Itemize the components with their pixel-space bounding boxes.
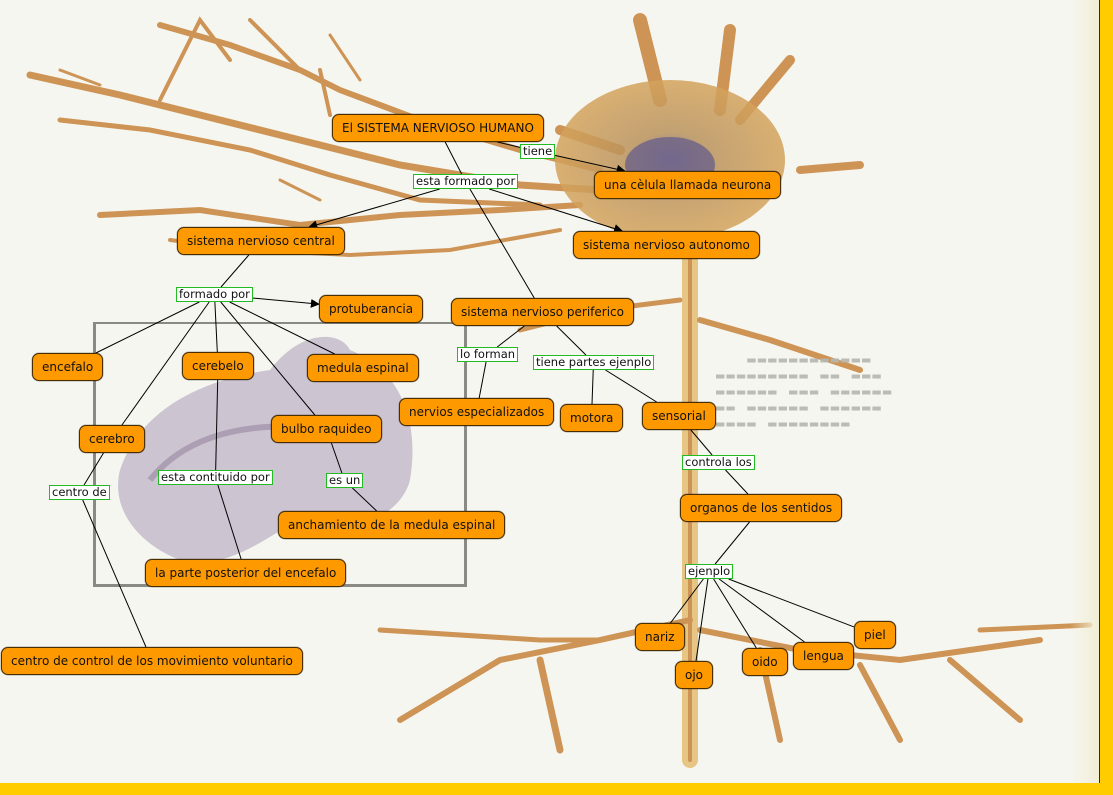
right-accent-bar — [1100, 0, 1113, 783]
concept-organos-sentidos[interactable]: organos de los sentidos — [680, 494, 843, 522]
concept-parte-posterior-encefalo[interactable]: la parte posterior del encefalo — [145, 559, 347, 587]
connection-formado-por-to-medula-espinal — [229, 301, 335, 355]
concept-celula-neurona[interactable]: una cèlula llamada neurona — [594, 171, 782, 199]
connection-formado-por-to-protuberancia — [252, 297, 320, 308]
connection-sistema-nervioso-humano-to-esta-formado-por — [444, 141, 463, 175]
connection-sistema-nervioso-central-to-formado-por — [220, 254, 250, 288]
concept-sistema-nervioso-periferico[interactable]: sistema nervioso periferico — [451, 298, 634, 326]
concept-nervios-especializados[interactable]: nervios especializados — [399, 398, 555, 426]
concept-sistema-nervioso-autonomo[interactable]: sistema nervioso autonomo — [573, 231, 760, 259]
concept-encefalo[interactable]: encefalo — [32, 353, 104, 381]
link-ejenplo[interactable]: ejenplo — [685, 564, 734, 579]
concept-oido[interactable]: oido — [742, 648, 788, 676]
concept-cerebelo[interactable]: cerebelo — [182, 352, 254, 380]
concept-bulbo-raquideo[interactable]: bulbo raquideo — [271, 415, 382, 443]
connection-formado-por-to-bulbo-raquideo — [220, 301, 316, 416]
concept-lengua[interactable]: lengua — [793, 642, 854, 670]
concept-motora[interactable]: motora — [560, 404, 624, 432]
link-formado-por[interactable]: formado por — [176, 287, 253, 302]
right-edge-shade — [1070, 0, 1099, 783]
concept-sensorial[interactable]: sensorial — [642, 402, 716, 430]
connection-esta-contituido-por-to-parte-posterior-encefalo — [217, 484, 242, 560]
link-controla-los[interactable]: controla los — [682, 455, 755, 470]
concept-sistema-nervioso-central[interactable]: sistema nervioso central — [177, 227, 345, 255]
connection-cerebelo-to-esta-contituido-por — [215, 379, 219, 471]
connection-bulbo-raquideo-to-es-un — [330, 442, 343, 474]
link-tiene-partes-ejenplo[interactable]: tiene partes ejenplo — [533, 355, 655, 370]
illustration-caption-decoration: ▬▬▬▬▬▬▬▬▬▬▬▬ ▬▬▬▬▬▬▬▬▬ ▬▬ ▬▬▬ ▬▬▬▬▬▬ ▬▬▬… — [716, 352, 894, 432]
link-esta-contituido-por[interactable]: esta contituido por — [158, 470, 273, 485]
concept-anchamiento-medula[interactable]: anchamiento de la medula espinal — [278, 511, 506, 539]
concept-nariz[interactable]: nariz — [635, 623, 685, 651]
connection-formado-por-to-encefalo — [95, 301, 200, 354]
connection-sistema-nervioso-periferico-to-tiene-partes-ejenplo — [556, 325, 587, 356]
concept-centro-control[interactable]: centro de control de los movimiento volu… — [1, 647, 303, 675]
connection-organos-sentidos-to-ejenplo — [714, 521, 750, 565]
connection-centro-de-to-centro-control — [82, 499, 147, 648]
connection-ejenplo-to-piel — [728, 578, 855, 628]
link-es-un[interactable]: es un — [326, 473, 364, 488]
connection-ejenplo-to-lengua — [718, 578, 805, 643]
link-centro-de[interactable]: centro de — [49, 485, 110, 500]
connection-sensorial-to-controla-los — [690, 429, 713, 456]
connection-cerebro-to-centro-de — [83, 452, 104, 486]
connection-tiene-to-celula-neurona — [554, 154, 626, 174]
concept-cerebro[interactable]: cerebro — [79, 425, 145, 453]
concept-piel[interactable]: piel — [854, 621, 896, 649]
connection-sistema-nervioso-humano-to-tiene — [497, 141, 521, 148]
concept-medula-espinal[interactable]: medula espinal — [307, 354, 419, 382]
concept-protuberancia[interactable]: protuberancia — [319, 295, 424, 323]
connection-lo-forman-to-nervios-especializados — [478, 361, 487, 399]
connection-formado-por-to-cerebro — [121, 301, 210, 426]
link-esta-formado-por[interactable]: esta formado por — [413, 174, 519, 189]
connection-ejenplo-to-nariz — [670, 578, 704, 624]
connection-tiene-partes-ejenplo-to-motora — [591, 369, 594, 405]
connection-ejenplo-to-ojo — [695, 578, 709, 662]
connection-controla-los-to-organos-sentidos — [725, 469, 749, 495]
bottom-accent-bar — [0, 783, 1113, 795]
concept-ojo[interactable]: ojo — [675, 661, 714, 689]
connection-sistema-nervioso-periferico-to-lo-forman — [496, 325, 525, 348]
link-tiene[interactable]: tiene — [520, 144, 556, 159]
connection-esta-formado-por-to-sistema-nervioso-central — [308, 188, 440, 230]
connection-esta-formado-por-to-sistema-nervioso-periferico — [469, 188, 535, 299]
connection-es-un-to-anchamiento-medula — [352, 487, 378, 512]
link-lo-forman[interactable]: lo forman — [457, 347, 519, 362]
connection-ejenplo-to-oido — [713, 578, 757, 649]
connection-formado-por-to-cerebelo — [214, 301, 218, 353]
connection-esta-formado-por-to-sistema-nervioso-autonomo — [489, 188, 624, 233]
connection-tiene-partes-ejenplo-to-sensorial — [605, 369, 657, 403]
concept-sistema-nervioso-humano[interactable]: El SISTEMA NERVIOSO HUMANO — [332, 114, 544, 142]
